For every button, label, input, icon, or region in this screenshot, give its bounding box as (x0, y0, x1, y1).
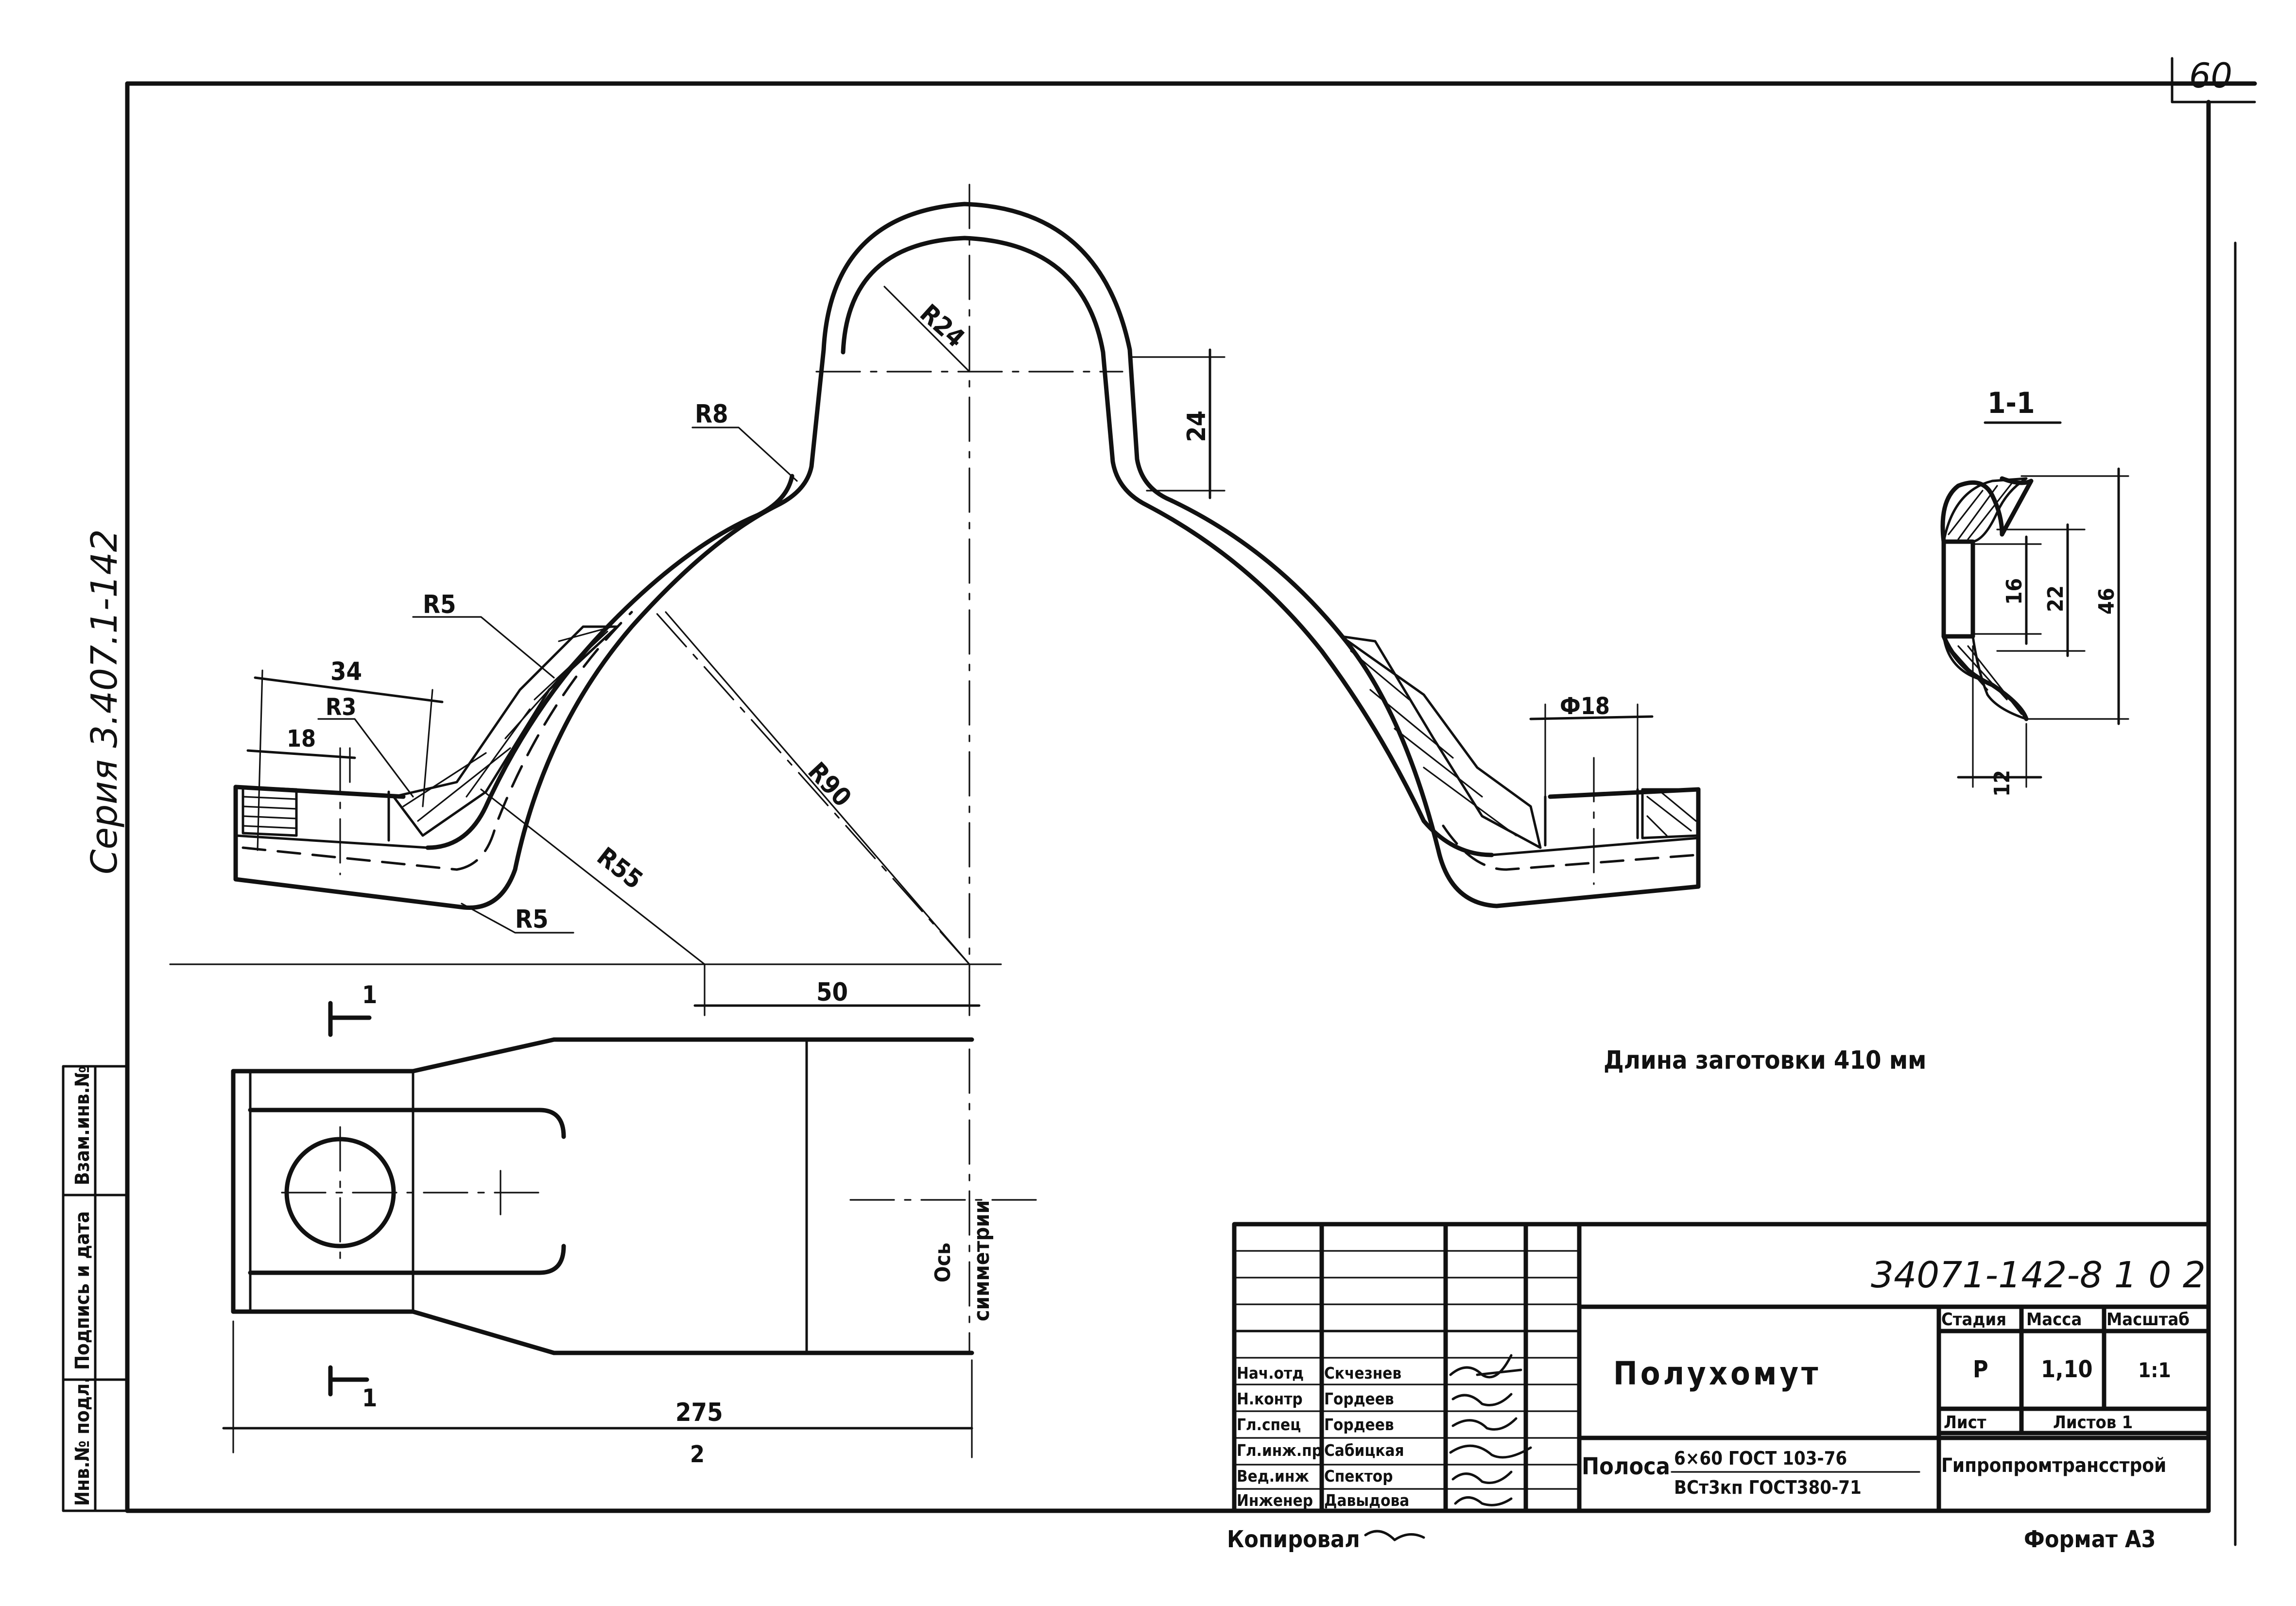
staff-role-1: Нач.отд (1237, 1364, 1304, 1383)
dim-16: 16 (2002, 578, 2027, 605)
cut-mark-top: 1 (362, 981, 377, 1009)
organization: Гипропромтрансстрой (1941, 1454, 2166, 1477)
format-label: Формат А3 (2024, 1526, 2156, 1553)
section-1-1 (1940, 421, 2129, 788)
stage-header: Стадия (1941, 1310, 2006, 1330)
mass-value: 1,10 (2041, 1356, 2093, 1383)
symmetry-axis-label-1: Ось (931, 1243, 955, 1282)
stamp-signature-date: Подпись и дата (71, 1211, 94, 1370)
section-hatch-left (242, 625, 619, 837)
staff-name-5: Спектор (1324, 1467, 1393, 1486)
stamp-inventory-no: Инв.№ подл. (71, 1377, 94, 1506)
title-block (1232, 1222, 2211, 1513)
dim-r90: R90 (802, 757, 857, 813)
mass-header: Масса (2026, 1310, 2082, 1330)
sheet-number: 60 (2189, 56, 2232, 96)
staff-name-6: Давыдова (1324, 1491, 1409, 1510)
part-name: Полухомут (1613, 1355, 1821, 1392)
dim-r8: R8 (695, 400, 728, 429)
dim-r5-lower: R5 (515, 905, 549, 934)
dim-34: 34 (330, 657, 362, 686)
plan-view (222, 1001, 1041, 1458)
section-hatch-right (1340, 635, 1700, 849)
staff-name-2: Гордеев (1324, 1389, 1394, 1408)
dim-275-note: 2 (690, 1441, 705, 1468)
staff-role-6: Инженер (1237, 1491, 1313, 1510)
dim-12: 12 (1990, 770, 2015, 797)
dim-50: 50 (816, 978, 848, 1007)
dim-22: 22 (2043, 585, 2068, 612)
dim-d18: Ф18 (1560, 693, 1610, 720)
material-bottom: ВСт3кп ГОСТ380-71 (1674, 1477, 1862, 1498)
part-profile (233, 202, 1701, 910)
signatures (1364, 1354, 1532, 1541)
section-label: 1-1 (1987, 386, 2035, 420)
blank-length-note: Длина заготовки 410 мм (1604, 1046, 1926, 1075)
staff-name-4: Сабицкая (1324, 1441, 1404, 1460)
series-label: Серия 3.407.1-142 (84, 529, 125, 874)
dim-r24: R24 (914, 299, 970, 353)
dim-46: 46 (2094, 588, 2119, 615)
center-lines (169, 184, 1123, 1351)
material-top: 6×60 ГОСТ 103-76 (1674, 1448, 1847, 1469)
dim-18: 18 (287, 725, 316, 752)
dim-24: 24 (1182, 410, 1211, 442)
dim-r5-upper: R5 (423, 590, 456, 619)
stamp-replacement-no: Взам.инв.№ (71, 1066, 94, 1185)
staff-name-3: Гордеев (1324, 1415, 1394, 1434)
scale-header: Масштаб (2106, 1310, 2190, 1330)
sheet-label: Лист (1944, 1413, 1986, 1433)
staff-role-3: Гл.спец (1237, 1415, 1301, 1434)
staff-role-5: Вед.инж (1237, 1467, 1309, 1486)
cut-mark-bottom: 1 (362, 1384, 377, 1412)
symmetry-axis-label-2: симметрии (969, 1200, 994, 1321)
staff-role-4: Гл.инж.пр (1237, 1441, 1322, 1460)
sheets-label: Листов 1 (2053, 1413, 2133, 1433)
left-stamp (62, 1065, 129, 1512)
staff-name-1: Скчезнев (1324, 1364, 1401, 1383)
scale-value: 1:1 (2138, 1358, 2171, 1382)
stage-value: Р (1973, 1356, 1988, 1383)
staff-role-2: Н.контр (1237, 1389, 1303, 1408)
dim-275: 275 (675, 1398, 723, 1427)
dim-r3: R3 (326, 694, 356, 721)
drawing-designation: 34071-142-8 1 0 2 (1871, 1254, 2206, 1296)
dim-r55: R55 (591, 842, 648, 895)
material-label: Полоса (1582, 1453, 1670, 1480)
dimension-lines (246, 286, 1654, 1016)
copied-label: Копировал (1227, 1526, 1360, 1553)
